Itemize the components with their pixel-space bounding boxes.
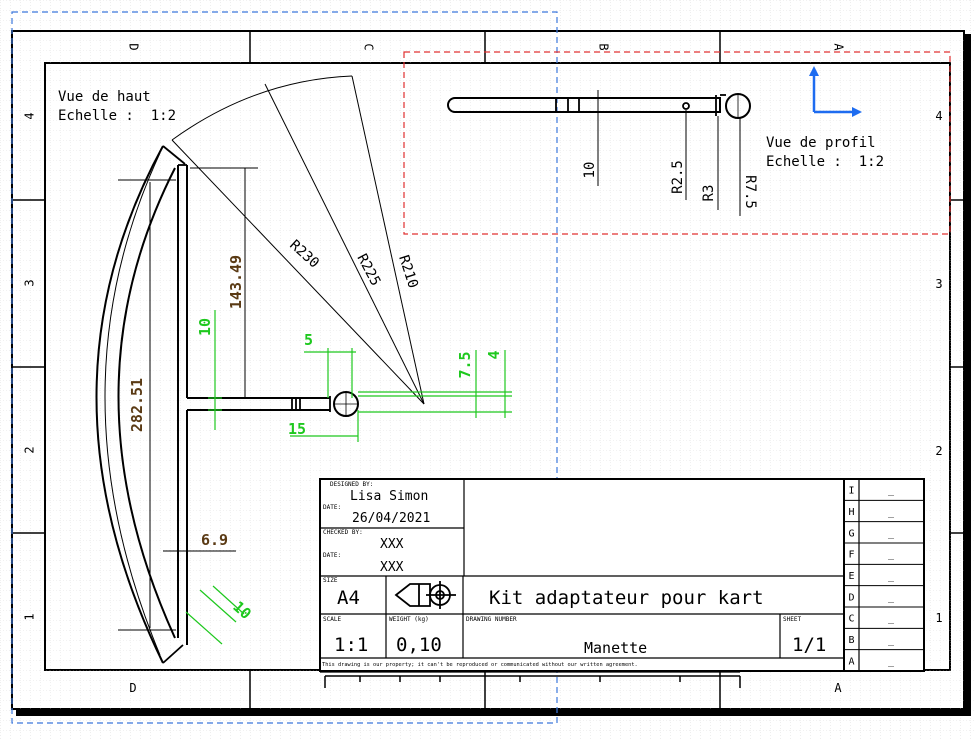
zone-row-left-1: 1 [23,613,37,620]
revision-value: _ [888,550,895,561]
top-view-label: Vue de haut [58,89,151,105]
dim-6-9[interactable]: 6.9 [201,531,228,549]
revision-table: I _ H _ G _ F _ E _ D _ C _ B _ A _ [843,478,925,672]
revision-letter: C [848,614,854,625]
disclaimer: This drawing is our property; it can't b… [322,662,638,668]
profile-view-scale: Echelle : 1:2 [766,154,884,170]
checked-by-label: CHECKED BY: [323,529,363,536]
zone-col-top-a: A [832,43,846,51]
dim-282-51[interactable]: 282.51 [128,378,146,432]
date-label-2: DATE: [323,552,341,559]
part-name[interactable]: Manette [584,639,647,657]
revision-value: _ [888,486,895,497]
revision-value: _ [888,528,895,539]
sheet-label: SHEET [783,616,801,623]
top-view-scale: Echelle : 1:2 [58,108,176,124]
revision-value: _ [888,656,895,667]
profile-view-label: Vue de profil [766,135,876,151]
radius-lines [118,75,425,631]
zone-row-right-3: 3 [935,277,942,291]
dim-profile-10[interactable]: 10 [582,162,598,179]
dim-5[interactable]: 5 [304,331,313,349]
company-logo-icon [394,581,456,609]
zone-col-top-b: B [597,43,611,50]
design-date[interactable]: 26/04/2021 [352,511,430,526]
designed-by-label: DESIGNED BY: [330,481,373,488]
sheet-size[interactable]: A4 [337,587,360,609]
revision-letter: I [848,486,854,497]
drawing-weight[interactable]: 0,10 [396,634,442,656]
zone-col-bottom-a: A [834,681,842,695]
part-profile-view [447,93,751,119]
dim-profile-r2-5[interactable]: R2.5 [670,160,686,194]
revision-letter: E [848,571,854,582]
revision-letter: A [848,656,854,667]
dim-10-arm[interactable]: 10 [196,318,214,336]
dim-143-49[interactable]: 143.49 [227,255,245,309]
zone-row-left-3: 3 [23,279,37,286]
axis-triad-icon [809,66,862,117]
zone-row-right-1: 1 [935,611,942,625]
scale-ruler [324,675,741,688]
title-block [319,478,845,673]
revision-value: _ [888,507,895,518]
revision-letter: D [848,592,854,603]
revision-letter: G [848,528,854,539]
date-label-1: DATE: [323,504,341,511]
dim-7-5[interactable]: 7.5 [456,351,474,378]
drawing-title[interactable]: Kit adaptateur pour kart [489,587,764,609]
revision-value: _ [888,592,895,603]
revision-letter: F [848,550,854,561]
top-view-frame[interactable] [11,11,558,724]
zone-row-right-2: 2 [935,444,942,458]
dim-4[interactable]: 4 [485,350,503,359]
part-top-view [95,145,359,664]
revision-value: _ [888,635,895,646]
revision-letter: B [848,635,854,646]
profile-view-frame[interactable] [403,51,951,235]
dim-profile-r7-5[interactable]: R7.5 [742,175,758,209]
drawing-scale[interactable]: 1:1 [334,634,368,656]
weight-label: WEIGHT (kg) [389,616,429,623]
scale-label: SCALE [323,616,341,623]
dim-profile-r3[interactable]: R3 [701,185,717,202]
designer-name[interactable]: Lisa Simon [350,489,428,504]
dim-15[interactable]: 15 [288,420,306,438]
check-date[interactable]: XXX [380,560,404,575]
zone-row-right-4: 4 [935,109,942,123]
profile-dimension-lines [590,90,741,216]
zone-row-left-4: 4 [23,112,37,119]
zone-col-top-d: D [127,43,141,50]
zone-row-left-2: 2 [23,446,37,453]
drawing-number-label: DRAWING NUMBER [466,616,517,623]
zone-col-top-c: C [362,43,376,50]
zone-col-bottom-d: D [129,681,136,695]
green-dimensions [185,310,512,645]
revision-letter: H [848,507,854,518]
revision-value: _ [888,571,895,582]
sheet-number[interactable]: 1/1 [792,634,826,656]
checker-name[interactable]: XXX [380,537,404,552]
size-label: SIZE [323,577,338,584]
revision-value: _ [888,614,895,625]
